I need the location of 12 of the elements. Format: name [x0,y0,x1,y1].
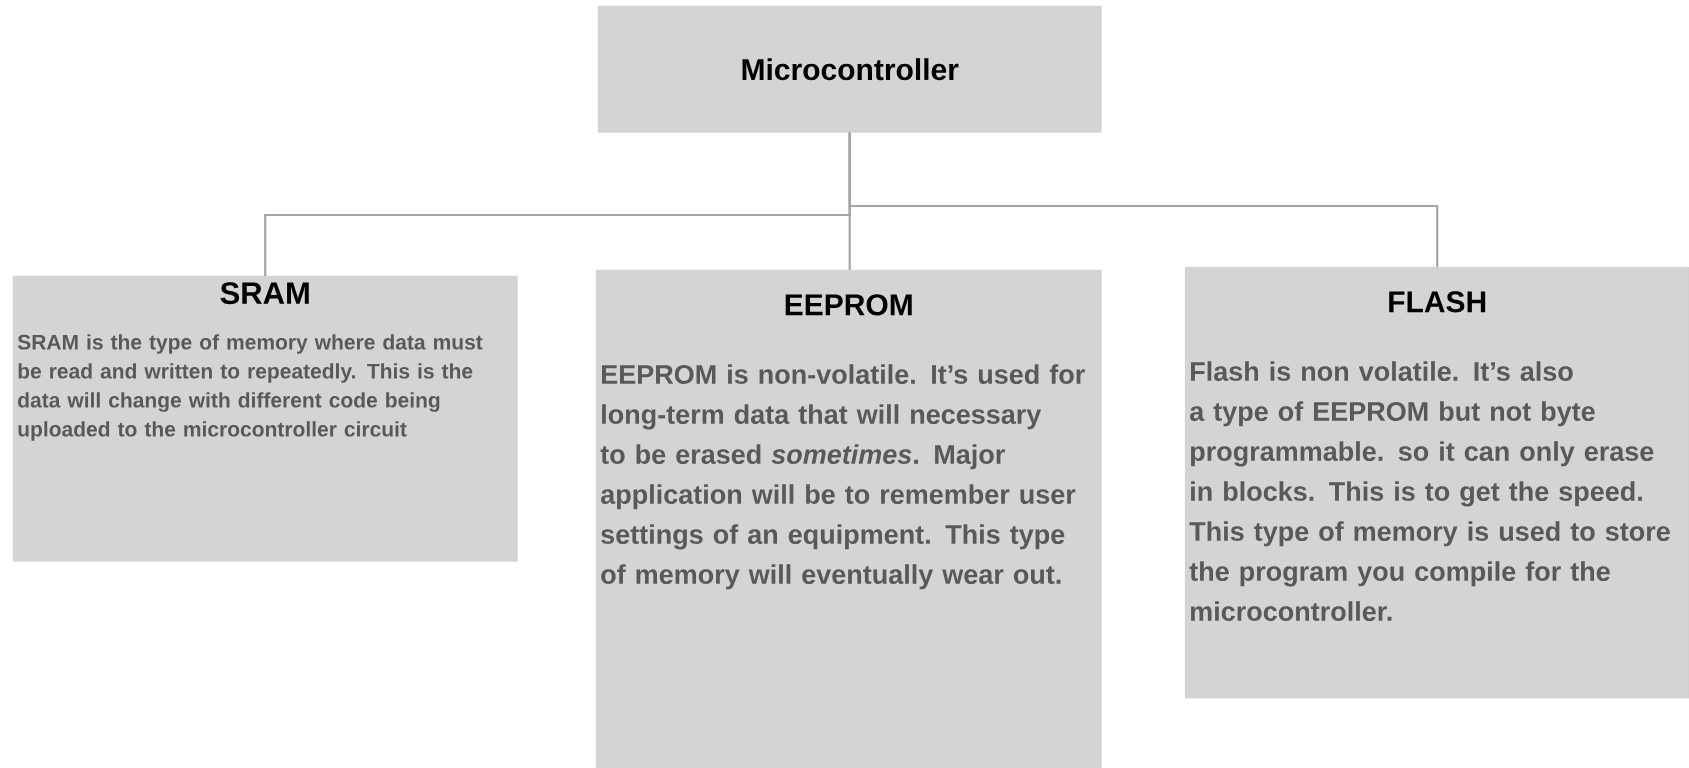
heading-text: Microcontroller [742,58,959,81]
description-text: SRAM is the type of memory where data must be read and written to repeatedly. This is the data will change with different code being uploaded to the microcontroller circuit [17,334,483,441]
memory-box [13,276,518,562]
connector-line [848,132,1439,267]
memory-box [596,270,1102,768]
description-text: EEPROM is non-volatile. It’s used for long-term data that will necessary to be erased sometimes. Major application will be to remember user settings of an equipment. This type of memory will eventually wear out. [600,364,1085,590]
heading-text: SRAM [220,282,309,305]
heading-text: FLASH [1389,291,1486,313]
memory-box [598,6,1102,133]
description-text: Flash is non volatile. It’s also a type of EEPROM but not byte programmable. so it can only erase in blocks. This is to get the speed. This type of memory is used to store the program you compile for the microcontroller. [1189,361,1670,621]
memory-box [1185,267,1689,699]
heading-text: EEPROM [785,294,912,316]
